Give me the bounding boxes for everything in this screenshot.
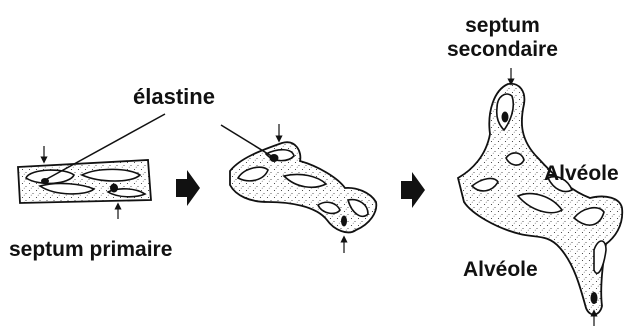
elastin-fiber <box>502 112 509 123</box>
intermediate-septum-tissue <box>230 142 376 232</box>
primary-septum-label: septum primaire <box>9 239 172 260</box>
arrow-right-icon <box>176 170 200 206</box>
elastin-fiber <box>110 184 118 193</box>
secondary-septum-label-line1: septum <box>447 14 558 38</box>
elastin-leader-line <box>221 125 273 157</box>
elastin-label: élastine <box>133 86 215 108</box>
alveolus-label-bottom: Alvéole <box>463 259 538 280</box>
secondary-septum-stage <box>458 68 622 326</box>
secondary-septum-label: septum secondaire <box>447 14 558 63</box>
arrow-right-icon <box>401 172 425 208</box>
elastin-fiber <box>341 216 347 227</box>
elastin-fiber <box>591 292 598 304</box>
primary-septum-stage <box>18 146 151 219</box>
capillary-lumen <box>594 241 606 273</box>
secondary-septum-label-line2: secondaire <box>447 38 558 62</box>
alveolus-label-right: Alvéole <box>544 163 619 184</box>
